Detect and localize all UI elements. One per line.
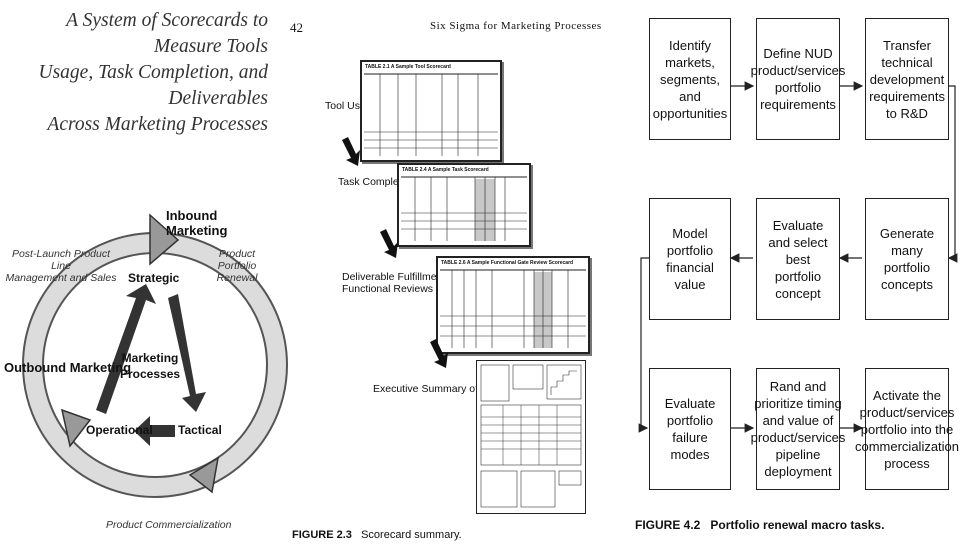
ring-arrow-top <box>149 213 180 266</box>
outbound-marketing-label: Outbound Marketing <box>4 360 132 375</box>
flow-box-prioritize-timing: Rand and prioritize timing and value of … <box>751 368 845 490</box>
operational-label: Operational <box>86 423 153 437</box>
stage-deliverable-fulfillment: Deliverable Fulfillment for Functional R… <box>342 271 461 295</box>
scorecard-system-panel: A System of Scorecards to Measure Tools … <box>0 0 288 552</box>
figure-2-3-caption: FIGURE 2.3 Scorecard summary. <box>292 529 462 541</box>
portfolio-renewal-label: Product Portfolio Renewal <box>216 248 258 284</box>
marketing-processes-label: Marketing Processes <box>120 351 181 381</box>
arrow-deliverable-to-summary <box>430 339 448 368</box>
task-scorecard-card: TABLE 2.4 A Sample Task Scorecard <box>397 163 531 247</box>
portfolio-renewal-panel: Identify markets, segments, and opportun… <box>625 0 960 552</box>
strategic-label: Strategic <box>128 271 180 285</box>
ring-arrow-right <box>188 456 220 494</box>
stage-task-completion: Task Completion <box>338 176 416 188</box>
marketing-cycle-diagram <box>22 213 288 498</box>
gate-review-scorecard-card: TABLE 2.6 A Sample Functional Gate Revie… <box>436 256 590 354</box>
flow-box-transfer-technical: Transfer technical development requireme… <box>865 18 949 140</box>
stage-tool-use: Tool Use <box>325 100 366 112</box>
panel-title: A System of Scorecards to Measure Tools … <box>38 10 269 135</box>
flow-box-identify-markets: Identify markets, segments, and opportun… <box>649 18 731 140</box>
flow-connectors <box>638 81 958 433</box>
page-number: 42 <box>290 20 303 35</box>
flow-box-select-concept: Evaluate and select best portfolio conce… <box>756 198 840 320</box>
gate-review-grid <box>440 269 586 348</box>
arrow-tool-to-task <box>342 137 360 166</box>
scorecard-summary-panel: 42 Six Sigma for Marketing Processes Too… <box>280 0 625 552</box>
flow-box-model-value: Model portfolio financial value <box>649 198 731 320</box>
task-scorecard-grid <box>401 176 527 241</box>
stage-arrows <box>342 137 448 368</box>
flow-box-generate-concepts: Generate many portfolio concepts <box>865 198 949 320</box>
flow-box-failure-modes: Evaluate portfolio failure modes <box>649 368 731 490</box>
stage-executive-summary: Executive Summary of Risk <box>373 383 502 395</box>
figure-4-2-caption: FIGURE 4.2 Portfolio renewal macro tasks… <box>635 518 885 532</box>
ring-arrow-left <box>60 408 92 448</box>
flow-box-activate-portfolio: Activate the product/services portfolio … <box>855 368 959 490</box>
arrow-operational-to-strategic <box>96 284 156 414</box>
executive-summary-sheet <box>480 364 582 508</box>
product-commercialization-label: Product Commercialization <box>106 519 232 531</box>
arrow-task-to-deliverable <box>380 229 398 258</box>
tactical-label: Tactical <box>178 423 222 437</box>
running-head: Six Sigma for Marketing Processes <box>430 20 602 32</box>
arrow-tactical-to-operational <box>134 416 175 446</box>
tool-scorecard-grid <box>364 73 498 156</box>
tool-scorecard-card: TABLE 2.1 A Sample Tool Scorecard <box>360 60 502 162</box>
post-launch-label: Post-Launch Product Line Management and … <box>5 248 117 284</box>
flow-box-define-nud: Define NUD product/services portfolio re… <box>751 18 845 140</box>
arrow-strategic-to-tactical <box>168 294 206 412</box>
executive-summary-card <box>476 360 586 514</box>
inbound-marketing-label: Inbound Marketing <box>166 208 228 238</box>
